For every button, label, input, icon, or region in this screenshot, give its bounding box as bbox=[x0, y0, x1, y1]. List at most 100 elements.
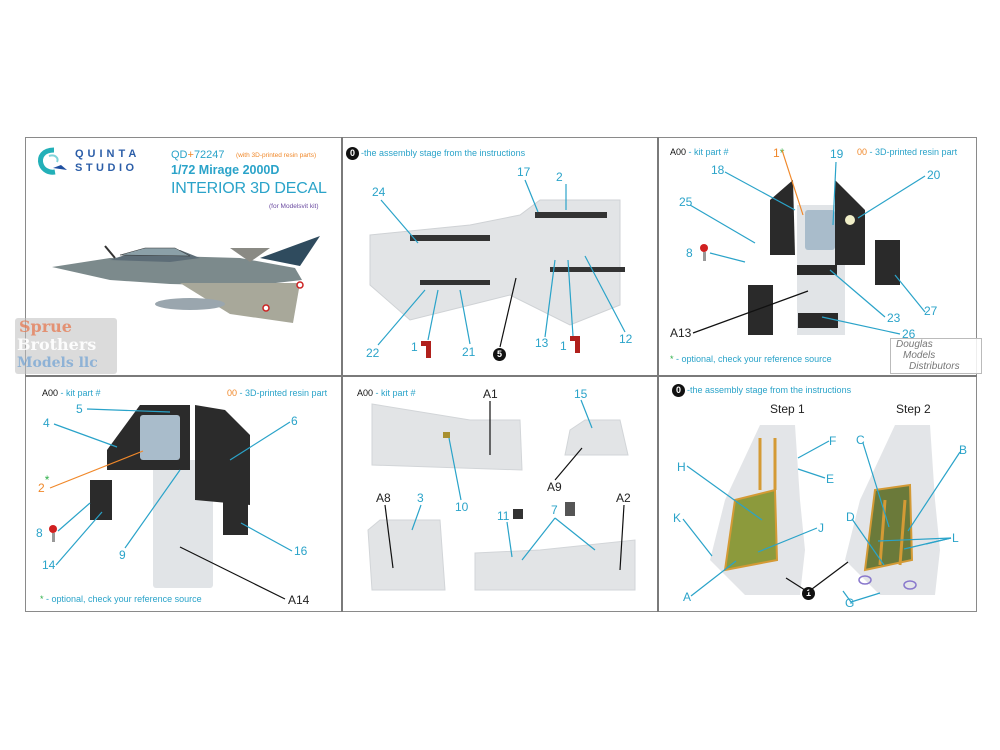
front-callout-27: 27 bbox=[924, 304, 938, 318]
optional-star-icon: * bbox=[779, 146, 785, 160]
rear-callout-resin-2: 2* bbox=[38, 473, 49, 495]
product-code: QD+72247 bbox=[171, 149, 225, 162]
quinta-logo-icon bbox=[38, 147, 67, 175]
seat-callout-E: E bbox=[826, 472, 835, 486]
rear-callout-A14: A14 bbox=[288, 593, 310, 607]
sprue-brothers-watermark: Sprue Brothers Models llc bbox=[15, 318, 117, 374]
logo-text-line1: QUINTA bbox=[75, 148, 141, 160]
stage-badge-icon: 0 bbox=[672, 384, 685, 398]
tub-callout-21: 21 bbox=[462, 345, 476, 359]
front-callout-8: 8 bbox=[686, 246, 693, 260]
side-callout-A2: A2 bbox=[616, 491, 631, 505]
stage-legend-bottom: 0-the assembly stage from the instructio… bbox=[672, 384, 852, 398]
watermark-line2: Brothers bbox=[17, 335, 97, 354]
divider-vertical-2 bbox=[657, 137, 659, 612]
control-stick-shaft bbox=[702, 252, 706, 261]
douglas-models-watermark: Douglas Models Distributors bbox=[890, 338, 982, 374]
side-callout-A1: A1 bbox=[483, 387, 498, 401]
seat-callout-A: A bbox=[683, 590, 692, 604]
stage-legend-text: -the assembly stage from the instruction… bbox=[687, 385, 852, 395]
watermark-line1: Sprue bbox=[19, 317, 72, 336]
side-callout-A8: A8 bbox=[376, 491, 391, 505]
control-stick-icon bbox=[49, 525, 57, 533]
side-callout-7: 7 bbox=[551, 503, 558, 517]
stage-badge-icon: 0 bbox=[346, 147, 359, 161]
resin-code: 00 bbox=[227, 388, 238, 398]
kit-part-legend: A00 - kit part # bbox=[670, 147, 729, 158]
kit-part-code: A00 bbox=[357, 388, 374, 398]
kit-part-text: - kit part # bbox=[60, 388, 101, 398]
product-code-prefix: QD bbox=[171, 149, 188, 161]
rear-callout-8: 8 bbox=[36, 526, 43, 540]
divider-horizontal bbox=[25, 375, 977, 377]
product-code-plus: + bbox=[187, 149, 194, 161]
red-bracket-icon bbox=[421, 341, 431, 358]
front-callout-23: 23 bbox=[887, 311, 901, 325]
cockpit-tub-illustration bbox=[369, 199, 625, 326]
front-callout-resin-1: 1* bbox=[773, 146, 784, 160]
front-callout-A13: A13 bbox=[670, 326, 692, 340]
tub-callout-1-left: 1 bbox=[411, 340, 418, 354]
rear-callout-16: 16 bbox=[294, 544, 308, 558]
divider-vertical-1 bbox=[341, 137, 343, 612]
front-cockpit-panels-illustration bbox=[748, 180, 900, 335]
resin-legend: 00 - 3D-printed resin part bbox=[227, 388, 327, 399]
product-code-number: 72247 bbox=[193, 149, 225, 161]
optional-legend: * - optional, check your reference sourc… bbox=[40, 594, 202, 605]
seat-callout-K: K bbox=[673, 511, 682, 525]
resin-part-label: 2 bbox=[38, 481, 45, 495]
watermark-line3: Distributors bbox=[909, 361, 960, 372]
control-stick-shaft bbox=[51, 533, 55, 542]
watermark-line3: Models llc bbox=[17, 355, 98, 371]
tub-callout-1-right: 1 bbox=[560, 339, 567, 353]
control-stick-icon bbox=[700, 244, 708, 252]
tub-callout-22: 22 bbox=[366, 346, 380, 360]
optional-legend-text: - optional, check your reference source bbox=[46, 594, 202, 604]
stage-badge-5: 5 bbox=[493, 348, 506, 361]
kit-note: (for Modelsvit kit) bbox=[269, 203, 319, 210]
resin-legend: 00 - 3D-printed resin part bbox=[857, 147, 957, 158]
watermark-line1: Douglas bbox=[896, 339, 933, 350]
seat-callout-H: H bbox=[677, 460, 686, 474]
optional-legend-text: - optional, check your reference source bbox=[676, 354, 832, 364]
seat-callout-F: F bbox=[829, 434, 837, 448]
seat-callout-G: G bbox=[845, 596, 855, 610]
tub-callout-2: 2 bbox=[556, 170, 563, 184]
main-title: INTERIOR 3D DECAL bbox=[171, 180, 327, 197]
side-callout-11: 11 bbox=[497, 509, 510, 523]
resin-text: - 3D-printed resin part bbox=[869, 147, 958, 157]
watermark-line2: Models bbox=[903, 350, 936, 361]
kit-part-legend: A00 - kit part # bbox=[40, 388, 103, 399]
seat-callout-D: D bbox=[846, 510, 855, 524]
instruction-sheet-frame bbox=[25, 137, 977, 612]
resin-code: 00 bbox=[857, 147, 868, 157]
front-callout-26: 26 bbox=[902, 327, 916, 341]
tub-callout-13: 13 bbox=[535, 336, 549, 350]
kit-part-code: A00 bbox=[42, 388, 59, 398]
optional-legend: * - optional, check your reference sourc… bbox=[670, 354, 832, 365]
side-callout-A9: A9 bbox=[547, 480, 562, 494]
rear-callout-5: 5 bbox=[76, 402, 83, 416]
logo-text-line2: STUDIO bbox=[75, 162, 138, 174]
side-callout-10: 10 bbox=[455, 500, 469, 514]
optional-star-icon: * bbox=[44, 473, 50, 487]
resin-text: - 3D-printed resin part bbox=[239, 388, 328, 398]
rear-callout-6: 6 bbox=[291, 414, 298, 428]
resin-part-label: 1 bbox=[773, 146, 780, 160]
tub-callout-24: 24 bbox=[372, 185, 386, 199]
front-callout-18: 18 bbox=[711, 163, 725, 177]
seat-callout-L: L bbox=[952, 531, 959, 545]
front-callout-19: 19 bbox=[830, 147, 844, 161]
resin-note: (with 3D-printed resin parts) bbox=[236, 152, 317, 159]
side-callout-3: 3 bbox=[417, 491, 424, 505]
optional-star-icon: * bbox=[670, 354, 674, 364]
stage-legend-top: 0-the assembly stage from the instructio… bbox=[346, 147, 525, 161]
seat-callout-J: J bbox=[818, 521, 824, 535]
step-2-heading: Step 2 bbox=[896, 402, 931, 416]
rear-callout-14: 14 bbox=[42, 558, 56, 572]
optional-star-icon: * bbox=[40, 594, 44, 604]
